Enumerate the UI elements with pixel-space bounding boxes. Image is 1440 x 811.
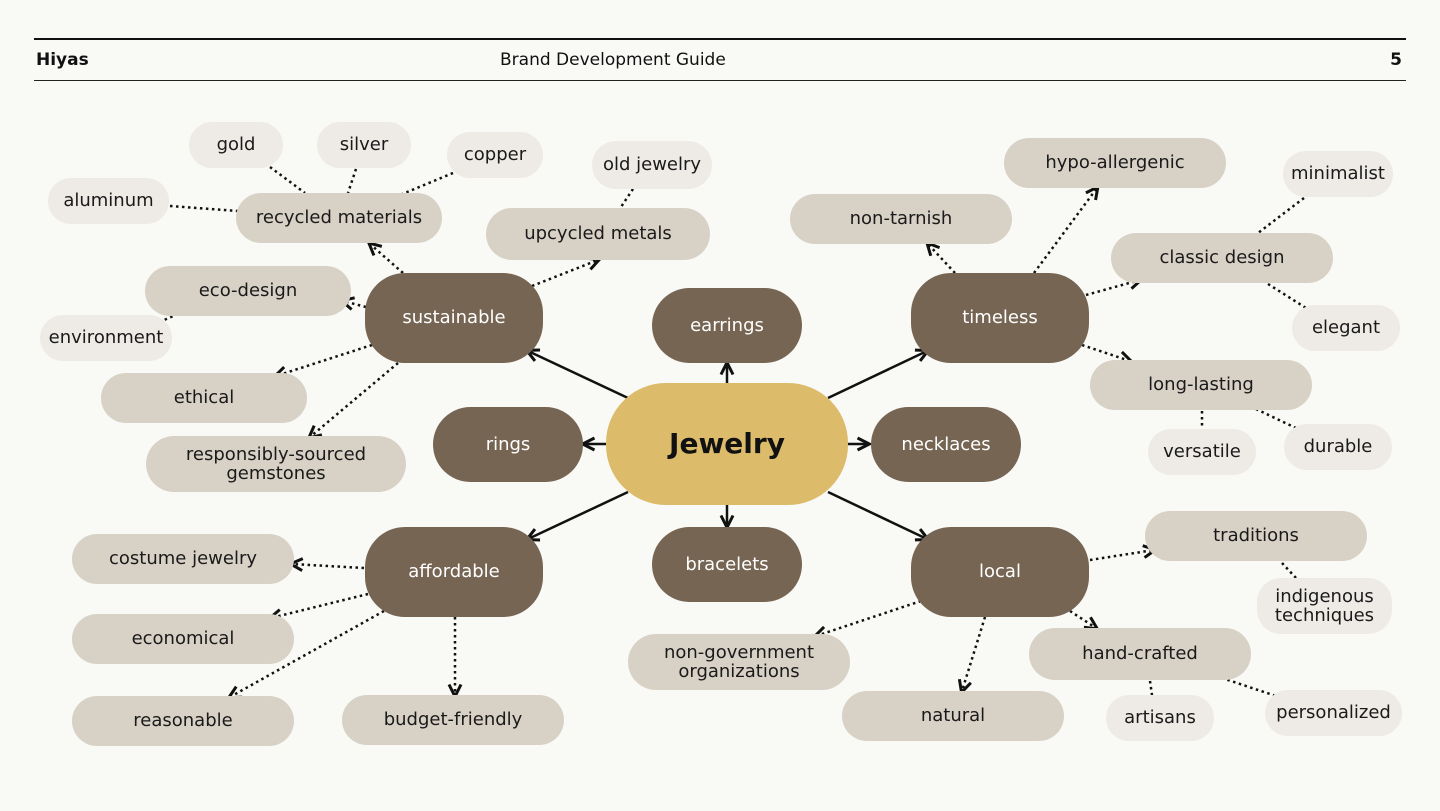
subtopic-upcycled-metals: upcycled metals (486, 208, 710, 260)
link-classic-elegant (1267, 282, 1307, 310)
link-center-affordable (528, 490, 629, 539)
link-center-local (827, 490, 927, 539)
subtopic-ethical: ethical (101, 373, 307, 423)
link-recycled-copper (399, 171, 454, 197)
subtopic-costume-jewelry: costume jewelry (72, 534, 294, 584)
category-affordable: affordable (365, 527, 543, 617)
subtopic-natural: natural (842, 691, 1064, 741)
document-title: Brand Development Guide (500, 50, 726, 70)
link-center-sustainable (528, 351, 629, 400)
subtopic-classic-design: classic design (1111, 233, 1333, 283)
leaf-indigenous-techniques: indigenous techniques (1257, 578, 1392, 634)
category-timeless: timeless (911, 273, 1089, 363)
link-affordable-costume (292, 564, 365, 568)
link-eco-environment (163, 312, 179, 322)
link-traditions-indigenous (1281, 562, 1297, 579)
leaf-durable: durable (1284, 424, 1392, 470)
page-number: 5 (1390, 50, 1402, 70)
link-sustainable-responsible (310, 362, 399, 437)
link-handcrafted-personalized (1215, 674, 1277, 698)
subtopic-recycled-materials: recycled materials (236, 193, 442, 243)
link-handcrafted-artisans (1148, 680, 1154, 696)
link-classic-minimalist (1257, 197, 1305, 234)
leaf-copper: copper (447, 132, 543, 178)
subtopic-budget-friendly: budget-friendly (342, 695, 564, 745)
leaf-gold: gold (189, 122, 283, 168)
leaf-old-jewelry: old jewelry (592, 141, 712, 189)
subtopic-reasonable: reasonable (72, 696, 294, 746)
link-local-handcrafted (1069, 609, 1096, 628)
subtopic-responsibly-sourced-gemstones: responsibly-sourced gemstones (146, 436, 406, 492)
subtopic-long-lasting: long-lasting (1090, 360, 1312, 410)
link-sustainable-recycled (370, 244, 404, 274)
category-necklaces: necklaces (871, 407, 1021, 482)
category-bracelets: bracelets (652, 527, 802, 602)
leaf-versatile: versatile (1148, 429, 1256, 475)
link-sustainable-upcycled (531, 260, 598, 288)
link-upcycled-old (617, 188, 635, 211)
link-local-traditions (1089, 550, 1154, 562)
subtopic-economical: economical (72, 614, 294, 664)
link-recycled-silver (346, 168, 358, 194)
link-timeless-hypo (1032, 188, 1097, 274)
category-earrings: earrings (652, 288, 802, 363)
link-recycled-aluminum (169, 204, 239, 213)
subtopic-hand-crafted: hand-crafted (1029, 628, 1251, 680)
link-affordable-economical (271, 592, 369, 618)
link-local-natural (962, 616, 987, 691)
leaf-personalized: personalized (1265, 690, 1402, 736)
link-timeless-nontarnish (928, 244, 956, 274)
link-timeless-long (1081, 343, 1130, 361)
subtopic-non-government-organizations: non-government organizations (628, 634, 850, 690)
link-center-timeless (827, 351, 927, 400)
subtopic-non-tarnish: non-tarnish (790, 194, 1012, 244)
link-local-ngo (816, 599, 922, 636)
subtopic-traditions: traditions (1145, 511, 1367, 561)
category-rings: rings (433, 407, 583, 482)
center-node-jewelry: Jewelry (606, 383, 848, 505)
link-long-durable (1255, 407, 1299, 431)
subtopic-hypo-allergenic: hypo-allergenic (1004, 138, 1226, 188)
category-local: local (911, 527, 1089, 617)
link-recycled-gold (269, 165, 306, 195)
link-sustainable-ethical (276, 343, 373, 376)
leaf-aluminum: aluminum (48, 178, 169, 224)
category-sustainable: sustainable (365, 273, 543, 363)
leaf-minimalist: minimalist (1283, 151, 1393, 197)
leaf-elegant: elegant (1292, 305, 1400, 351)
leaf-artisans: artisans (1106, 695, 1214, 741)
header-bottom-rule (34, 80, 1406, 81)
header-top-rule (34, 38, 1406, 40)
brand-name: Hiyas (36, 50, 89, 70)
leaf-silver: silver (317, 122, 411, 168)
subtopic-eco-design: eco-design (145, 266, 351, 316)
leaf-environment: environment (40, 315, 172, 361)
